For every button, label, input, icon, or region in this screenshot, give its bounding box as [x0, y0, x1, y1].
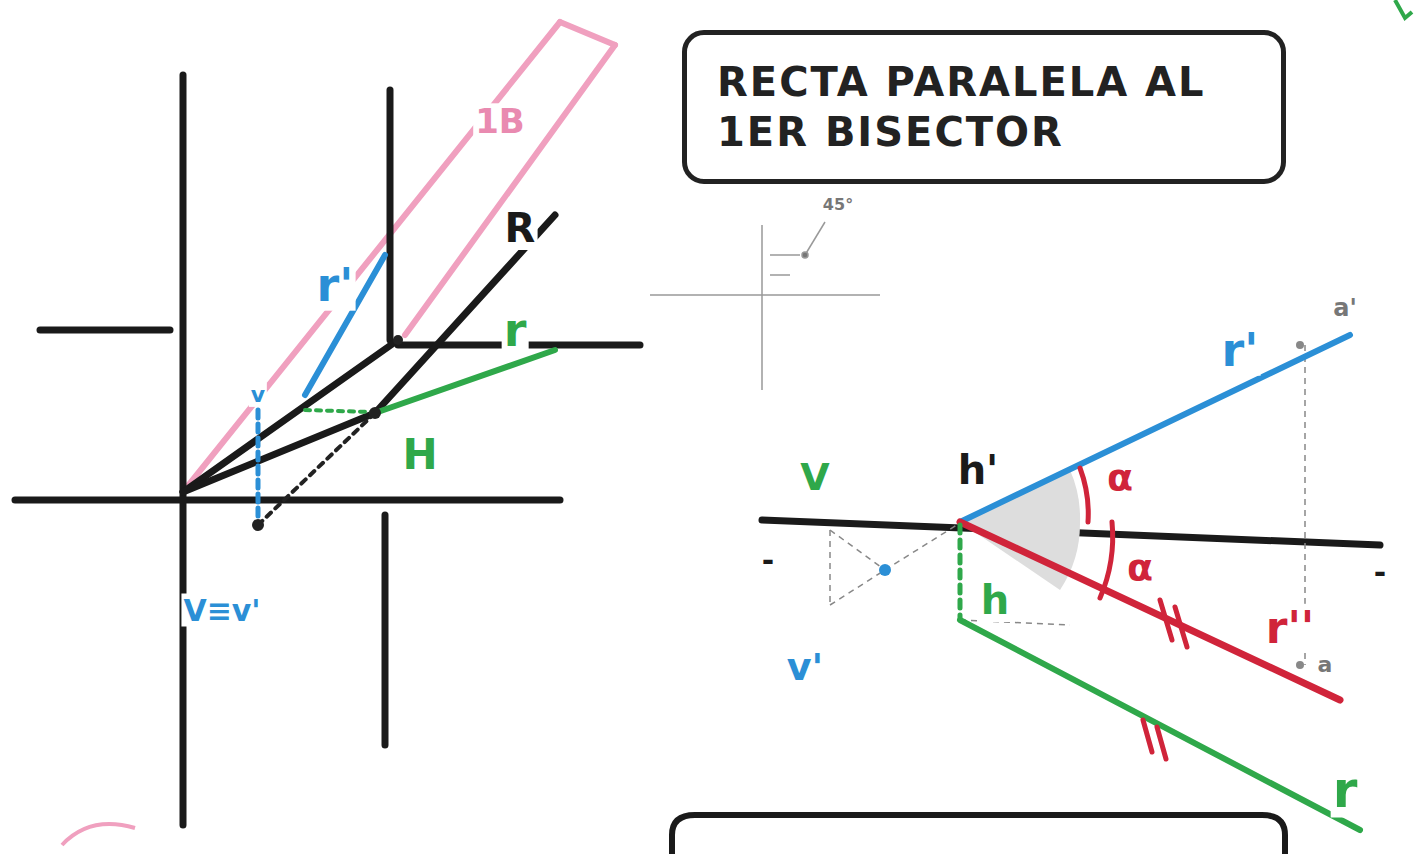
dihedral-lines — [960, 335, 1360, 830]
point-label: h — [979, 578, 1011, 622]
point-label: a — [1316, 653, 1335, 677]
projection-label: r — [502, 305, 529, 356]
cropped-box — [672, 815, 1285, 854]
angle-label: α — [1105, 457, 1135, 499]
point-label: V≡v' — [181, 594, 262, 627]
projection-lines — [252, 255, 555, 531]
pink-mark — [62, 824, 135, 845]
point-label: V — [798, 457, 831, 499]
green-mark — [1395, 0, 1412, 18]
point-label: a' — [1331, 295, 1359, 321]
pink-bisector-plane — [183, 22, 615, 492]
ground-line-mark: - — [760, 544, 776, 577]
point-label: v — [249, 383, 267, 407]
ground-line-mark: - — [1372, 556, 1388, 589]
title-box: RECTA PARALELA AL 1ER BISECTOR — [682, 30, 1286, 184]
projection-label: r'' — [1264, 604, 1317, 652]
line-label: R — [503, 206, 538, 250]
projection-label: r — [1331, 763, 1360, 818]
title-text: RECTA PARALELA AL 1ER BISECTOR — [717, 57, 1251, 157]
plane-label: 1B — [473, 103, 527, 140]
projection-label: r' — [315, 260, 356, 311]
projection-planes — [15, 75, 640, 825]
projection-label: r' — [1220, 325, 1261, 376]
point-label: H — [400, 432, 439, 478]
point-label: h' — [956, 448, 1001, 492]
angle-note: 45° — [821, 196, 855, 214]
angle-label: α — [1125, 547, 1155, 589]
small-sketch — [650, 222, 880, 390]
point-label: v' — [785, 647, 825, 689]
